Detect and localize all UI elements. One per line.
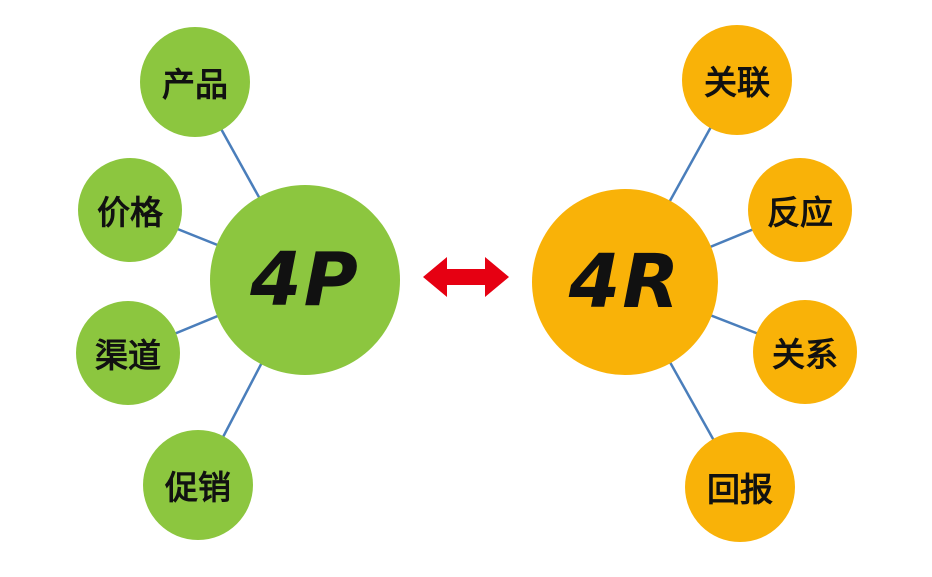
satellite-label-product: 产品 <box>162 65 228 104</box>
satellite-node-association: 关联 <box>682 25 792 135</box>
satellite-label-association: 关联 <box>704 63 770 102</box>
center-label-4r: 4R <box>568 239 682 325</box>
satellite-node-promotion: 促销 <box>143 430 253 540</box>
satellite-node-channel: 渠道 <box>76 301 180 405</box>
satellite-node-product: 产品 <box>140 27 250 137</box>
satellite-node-response: 反应 <box>748 158 852 262</box>
satellite-label-channel: 渠道 <box>95 336 161 375</box>
satellite-label-response: 反应 <box>767 193 833 232</box>
double-arrow-icon <box>423 257 509 297</box>
center-node-4r: 4R <box>532 189 718 375</box>
satellite-label-price: 价格 <box>97 193 163 232</box>
satellite-label-return: 回报 <box>707 470 773 509</box>
center-label-4p: 4P <box>250 237 360 323</box>
satellite-node-price: 价格 <box>78 158 182 262</box>
satellite-label-promotion: 促销 <box>165 468 231 507</box>
center-node-4p: 4P <box>210 185 400 375</box>
satellite-node-return: 回报 <box>685 432 795 542</box>
satellite-node-relationship: 关系 <box>753 300 857 404</box>
satellite-label-relationship: 关系 <box>772 335 838 374</box>
double-arrow <box>423 257 509 297</box>
